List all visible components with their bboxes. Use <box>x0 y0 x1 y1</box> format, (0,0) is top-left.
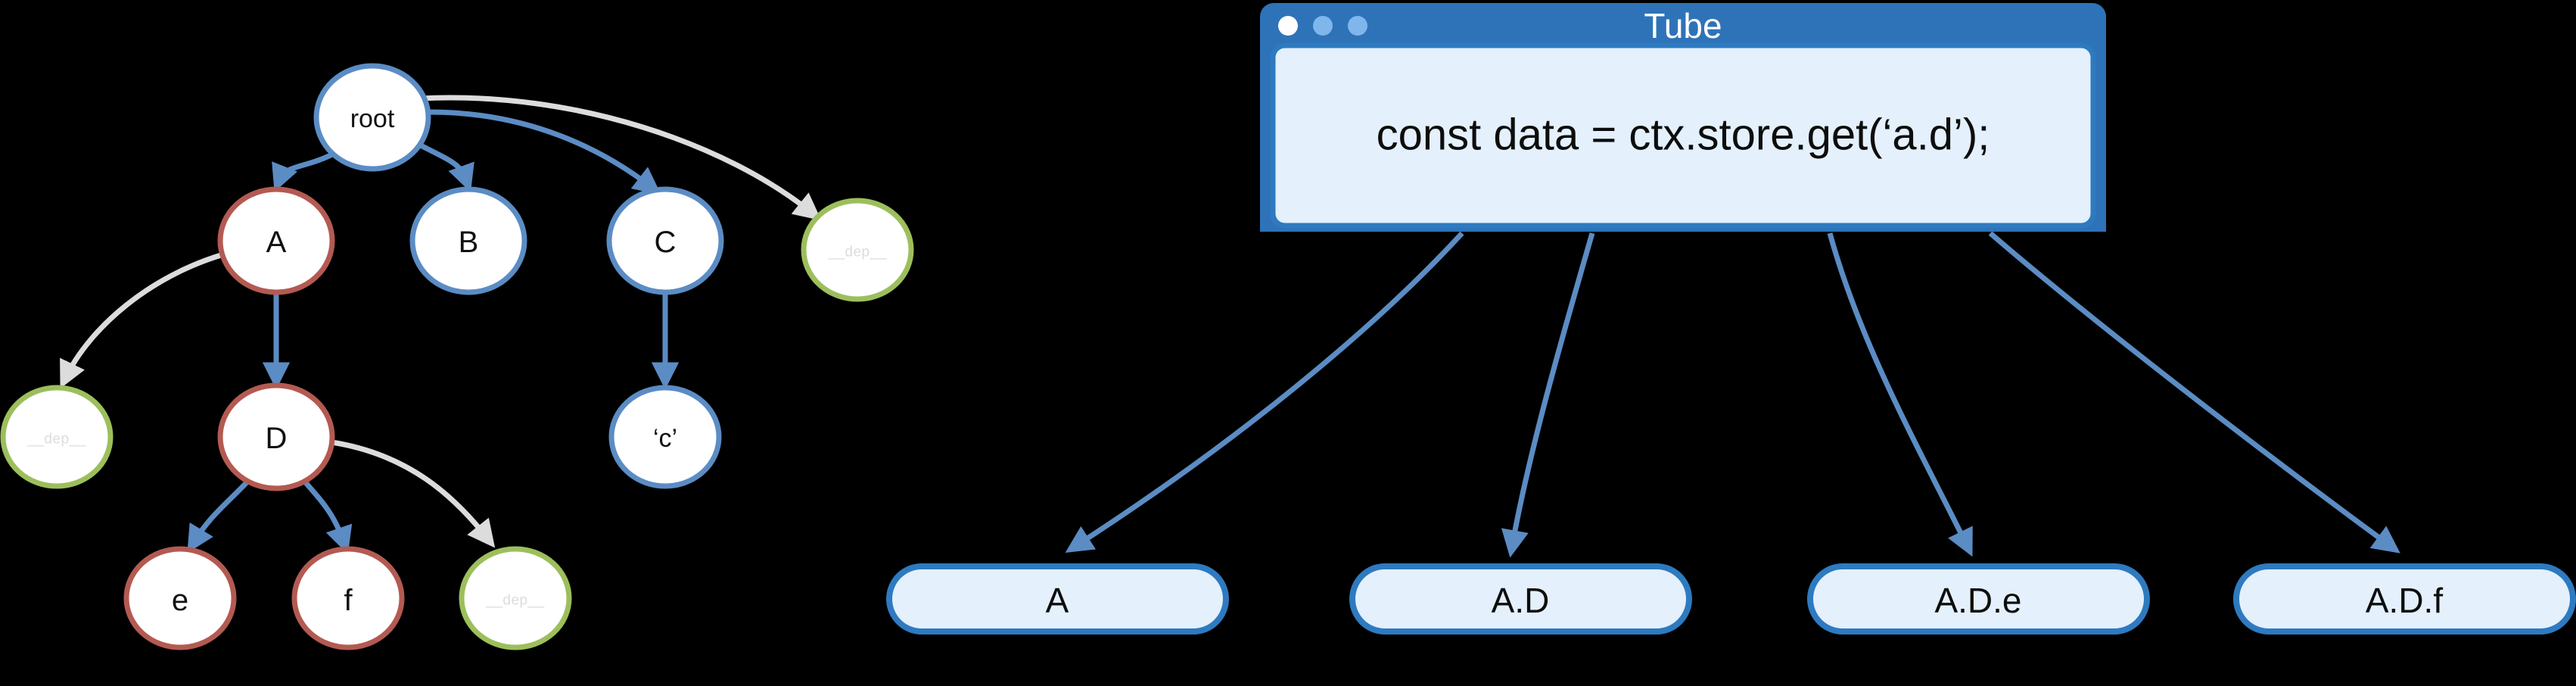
node-label-dep-3: __dep__ <box>485 593 544 609</box>
pill-shape-adf <box>2233 563 2576 635</box>
pill-shape-a <box>886 563 1229 635</box>
node-shape-e <box>123 546 237 650</box>
result-pill-a[interactable]: A <box>886 563 1229 635</box>
edge-D-e <box>187 477 252 553</box>
node-label-dep-1: __dep__ <box>827 245 886 260</box>
pill-label-ade: A.D.e <box>1934 581 2021 620</box>
node-label-d: D <box>266 422 288 455</box>
node-label-f: f <box>344 584 353 617</box>
pill-label-adf: A.D.f <box>2366 581 2443 620</box>
node-shape-d <box>217 382 335 491</box>
node-shape-dep-1 <box>801 198 914 302</box>
window-dot-minimize[interactable] <box>1313 16 1333 36</box>
window-code-text: const data = ctx.store.get(‘a.d’); <box>1377 111 1990 160</box>
tree-node-root[interactable]: root <box>313 63 431 172</box>
tree-node-d[interactable]: D <box>217 382 335 491</box>
tree-node-dep-1[interactable]: __dep__ <box>801 198 914 302</box>
tree-edges <box>60 95 822 554</box>
edge-A-dep2 <box>60 252 222 389</box>
node-shape-dep-3 <box>459 546 572 650</box>
tree-nodes: root A B C __dep__ __dep__ <box>0 63 914 650</box>
edge-root-A <box>272 148 340 192</box>
node-shape-c-string <box>608 385 722 489</box>
edge-window-pill-adf <box>1988 231 2400 553</box>
tree-node-c-string[interactable]: ‘c’ <box>608 385 722 489</box>
node-shape-dep-2 <box>0 385 114 489</box>
pill-label-a: A <box>1046 581 1069 620</box>
edge-D-f <box>300 477 353 554</box>
result-edges <box>1065 231 2400 558</box>
tree-node-a[interactable]: A <box>217 186 335 295</box>
window-dot-maximize[interactable] <box>1348 16 1367 36</box>
result-pills: A A.D A.D.e A.D.f <box>886 563 2576 635</box>
node-shape-root <box>313 63 431 172</box>
node-shape-a <box>217 186 335 295</box>
node-label-e: e <box>172 584 188 617</box>
pill-label-ad: A.D <box>1492 581 1550 620</box>
tree-node-b[interactable]: B <box>409 186 527 295</box>
result-pill-ad[interactable]: A.D <box>1349 563 1692 635</box>
tube-window[interactable]: Tube const data = ctx.store.get(‘a.d’); <box>1260 3 2106 232</box>
window-code-area[interactable] <box>1270 42 2096 229</box>
edge-root-dep1 <box>420 95 822 221</box>
window-dot-close[interactable] <box>1278 16 1298 36</box>
edge-window-pill-ad <box>1501 232 1595 558</box>
result-pill-ade[interactable]: A.D.e <box>1807 563 2150 635</box>
node-label-b: B <box>459 226 479 259</box>
tree-node-c[interactable]: C <box>606 186 724 295</box>
edge-D-dep3 <box>331 439 496 548</box>
node-label-c: C <box>655 226 677 259</box>
result-pill-adf[interactable]: A.D.f <box>2233 563 2576 635</box>
tree-node-dep-3[interactable]: __dep__ <box>459 546 572 650</box>
tree-node-e[interactable]: e <box>123 546 237 650</box>
tree-node-f[interactable]: f <box>291 546 405 650</box>
node-shape-b <box>409 186 527 295</box>
node-shape-c <box>606 186 724 295</box>
node-shape-f <box>291 546 405 650</box>
node-label-root: root <box>350 104 395 133</box>
tree-node-dep-2[interactable]: __dep__ <box>0 385 114 489</box>
node-label-c-string: ‘c’ <box>653 424 677 453</box>
edge-root-B <box>416 141 474 192</box>
node-label-a: A <box>266 226 287 259</box>
pill-shape-ade <box>1807 563 2150 635</box>
edge-root-C <box>423 109 661 195</box>
edge-window-pill-a <box>1065 231 1464 553</box>
window-title: Tube <box>1644 6 1722 45</box>
edge-window-pill-ade <box>1827 232 1973 557</box>
pill-shape-ad <box>1349 563 1692 635</box>
node-label-dep-2: __dep__ <box>26 432 86 447</box>
